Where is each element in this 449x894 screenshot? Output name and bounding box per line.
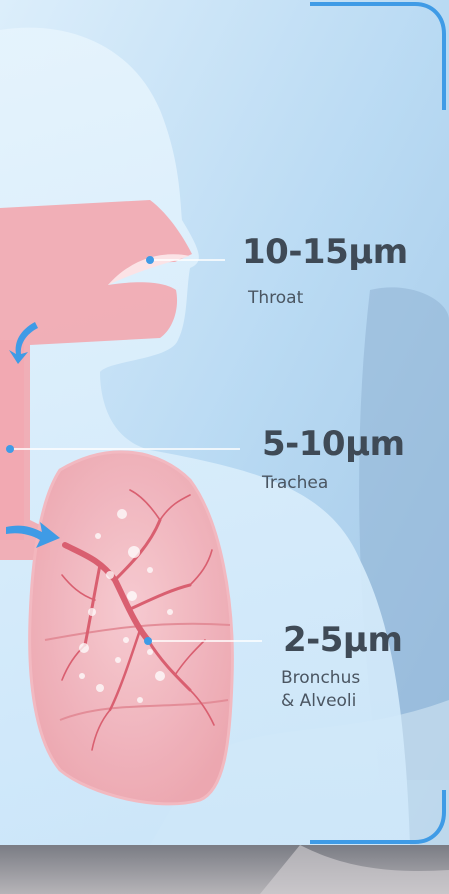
trachea-tube (0, 340, 24, 540)
region-label-alveoli: & Alveoli (281, 690, 356, 712)
region-label-trachea: Trachea (262, 472, 328, 494)
particle-size-bronchus: 2-5μm (283, 620, 402, 660)
region-label-bronchus: Bronchus (281, 667, 360, 689)
region-label-throat: Throat (248, 287, 303, 309)
marker-dot-icon (146, 256, 154, 264)
particle-size-trachea: 5-10μm (262, 424, 405, 464)
marker-dot-icon (6, 445, 14, 453)
marker-dot-icon (144, 637, 152, 645)
particle-size-throat: 10-15μm (242, 232, 408, 272)
